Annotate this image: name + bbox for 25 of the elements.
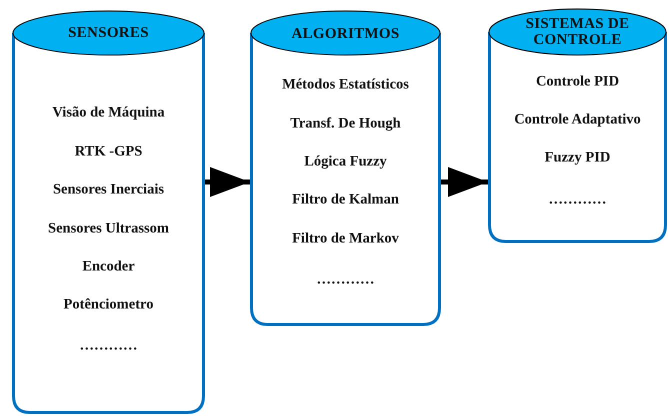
list-item: RTK -GPS: [74, 144, 142, 160]
list-item: …………: [316, 272, 374, 288]
list-item: Fuzzy PID: [544, 150, 610, 166]
cylinder-box: [12, 10, 205, 414]
list-item: Transf. De Hough: [290, 116, 401, 132]
arrow: [441, 167, 488, 197]
list-item: Visão de Máquina: [52, 104, 165, 122]
cylinder-heading: ALGORITMOS: [291, 26, 400, 42]
list-item: Sensores Inerciais: [52, 182, 164, 198]
cylinder-heading: SENSORES: [68, 25, 149, 41]
list-item: Controle PID: [536, 74, 620, 90]
list-item: Lógica Fuzzy: [304, 154, 387, 170]
list-item: …………: [548, 192, 606, 208]
cylinder-box: [488, 8, 667, 243]
list-item: Potênciometro: [64, 296, 154, 314]
list-item: Métodos Estatísticos: [282, 76, 409, 94]
arrow: [205, 167, 250, 197]
cylinder-box: [250, 10, 441, 326]
cylinder-heading: SISTEMAS DE CONTROLE: [524, 16, 630, 48]
list-item: Filtro de Markov: [292, 230, 399, 248]
list-item: Encoder: [82, 258, 135, 276]
list-item: Filtro de Kalman: [292, 192, 399, 208]
list-item: …………: [80, 338, 138, 354]
list-item: Sensores Ultrassom: [48, 220, 169, 238]
list-item: Controle Adaptativo: [514, 112, 641, 128]
